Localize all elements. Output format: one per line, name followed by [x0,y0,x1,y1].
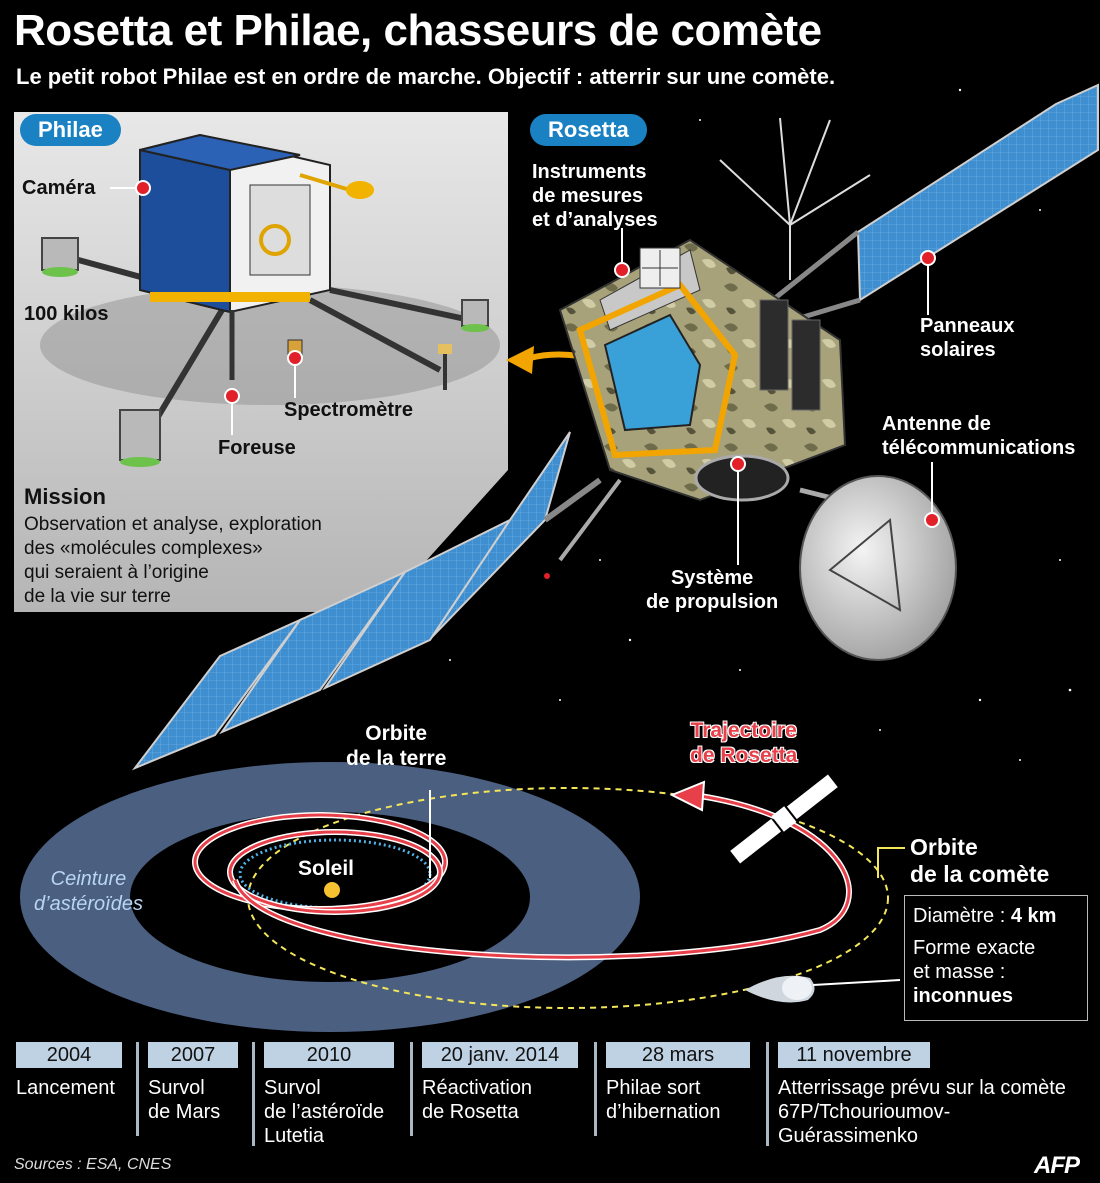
timeline-desc-0: Lancement [16,1077,115,1099]
timeline-divider [410,1042,413,1136]
label-instruments: Instruments de mesures et d’analyses [532,161,658,231]
orbit-diagram [20,762,905,1032]
label-antenne: Antenne de télécommunications [882,413,1076,459]
telecom-dish [799,475,957,661]
philae-lander [40,133,500,467]
timeline-date-5: 11 novembre [778,1042,930,1068]
label-weight: 100 kilos [24,303,109,325]
philae-tag: Philae [20,114,121,146]
timeline: 2004 Lancement 2007 Survol de Mars 2010 … [14,1042,1094,1152]
solar-panel-left [131,431,602,771]
label-ceinture: Ceinture d’astéroïdes [34,868,143,915]
timeline-desc-3: Réactivation de Rosetta [422,1077,533,1123]
rosetta-trajectory [192,780,852,961]
antenna-array [719,117,871,280]
label-spectrometre: Spectromètre [284,399,413,421]
label-trajectoire: Trajectoire de Rosetta [690,719,798,767]
timeline-desc-2: Survol de l’astéroïde Lutetia [264,1077,385,1147]
propulsion-nozzle [694,454,790,502]
marker-panneaux [920,250,936,266]
label-propulsion: Système de propulsion [646,567,779,613]
comet-shape-line1: Forme exacte [913,937,1036,959]
comet-info-box: Diamètre : 4 km Forme exacte et masse : … [904,895,1088,1021]
mission-title: Mission [24,484,106,509]
timeline-date-1: 2007 [148,1042,238,1068]
label-panneaux: Panneaux solaires [920,315,1015,361]
timeline-date-0: 2004 [16,1042,122,1068]
timeline-date-2: 2010 [264,1042,394,1068]
timeline-desc-4: Philae sort d’hibernation [606,1077,721,1123]
rosetta-icon [730,774,838,864]
label-foreuse: Foreuse [218,437,296,459]
marker-camera [135,180,151,196]
label-orbite-terre: Orbite de la terre [346,722,447,770]
comet [745,975,901,1003]
timeline-divider [136,1042,139,1136]
label-orbite-comete: Orbite de la comète [910,834,1050,887]
diameter-label: Diamètre : [913,905,1011,927]
comet-shape-line2: et masse : [913,961,1006,983]
timeline-divider [594,1042,597,1136]
agency-logo: AFP [1034,1152,1080,1179]
marker-instruments [614,262,630,278]
philae-panel [14,112,508,612]
sun [324,882,340,898]
asteroid-belt [20,762,640,1032]
comet-diameter: Diamètre : 4 km [913,904,1079,928]
timeline-desc-1: Survol de Mars [148,1077,221,1123]
marker-foreuse [224,388,240,404]
mission-text: Observation et analyse, exploration des … [24,514,322,607]
page-subtitle: Le petit robot Philae est en ordre de ma… [16,64,836,89]
rosetta-body [558,238,847,502]
diameter-value: 4 km [1010,905,1057,927]
marker-propulsion [730,456,746,472]
label-camera: Caméra [22,177,96,199]
timeline-desc-5: Atterrissage prévu sur la comète 67P/Tch… [778,1077,1066,1147]
sources-credit: Sources : ESA, CNES [14,1156,172,1173]
marker-spectrometre [287,350,303,366]
comet-shape-value: inconnues [913,985,1014,1007]
timeline-divider [766,1042,769,1146]
label-soleil: Soleil [298,857,355,880]
timeline-date-3: 20 janv. 2014 [422,1042,578,1068]
marker-antenne [924,512,940,528]
rosetta-tag: Rosetta [530,114,647,146]
timeline-divider [252,1042,255,1146]
page-title: Rosetta et Philae, chasseurs de comète [14,6,822,55]
timeline-date-4: 28 mars [606,1042,750,1068]
